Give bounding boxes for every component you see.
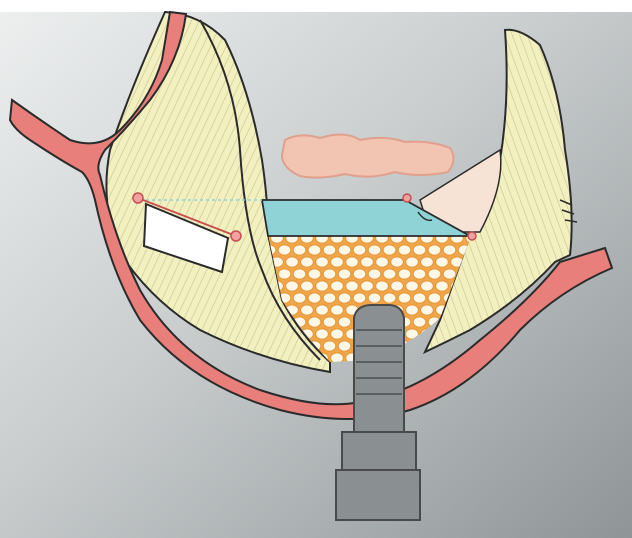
graft-granule — [308, 245, 321, 255]
graft-granule — [436, 257, 449, 267]
graft-granule — [383, 245, 396, 255]
pin-head — [468, 232, 476, 240]
graft-granule — [331, 281, 344, 291]
screw-head — [133, 193, 143, 203]
graft-granule — [316, 305, 329, 315]
graft-granule — [338, 269, 351, 279]
graft-granule — [301, 305, 314, 315]
graft-granule — [278, 269, 291, 279]
graft-granule — [443, 245, 456, 255]
graft-granule — [278, 245, 291, 255]
graft-granule — [391, 257, 404, 267]
graft-granule — [331, 305, 344, 315]
graft-granule — [286, 281, 299, 291]
graft-granule — [443, 269, 456, 279]
graft-granule — [383, 269, 396, 279]
graft-granule — [406, 257, 419, 267]
graft-granule — [316, 257, 329, 267]
graft-granule — [331, 329, 344, 339]
graft-granule — [421, 257, 434, 267]
graft-granule — [338, 317, 351, 327]
graft-granule — [361, 281, 374, 291]
graft-granule — [436, 281, 449, 291]
graft-granule — [421, 281, 434, 291]
graft-granule — [286, 257, 299, 267]
graft-granule — [413, 269, 426, 279]
graft-granule — [413, 317, 426, 327]
graft-granule — [293, 245, 306, 255]
graft-granule — [406, 281, 419, 291]
graft-granule — [316, 281, 329, 291]
graft-granule — [338, 293, 351, 303]
graft-granule — [338, 245, 351, 255]
graft-granule — [301, 257, 314, 267]
graft-granule — [421, 305, 434, 315]
graft-granule — [308, 269, 321, 279]
graft-granule — [308, 317, 321, 327]
graft-granule — [398, 293, 411, 303]
implant-abutment — [336, 432, 420, 520]
graft-granule — [413, 245, 426, 255]
graft-granule — [428, 245, 441, 255]
graft-granule — [368, 293, 381, 303]
graft-granule — [353, 269, 366, 279]
graft-granule — [428, 269, 441, 279]
graft-granule — [376, 257, 389, 267]
graft-granule — [368, 245, 381, 255]
graft-granule — [413, 293, 426, 303]
graft-granule — [398, 269, 411, 279]
graft-granule — [361, 257, 374, 267]
graft-granule — [316, 329, 329, 339]
graft-granule — [323, 317, 336, 327]
graft-granule — [398, 245, 411, 255]
graft-granule — [331, 257, 344, 267]
screw-head — [231, 231, 241, 241]
graft-granule — [293, 269, 306, 279]
graft-granule — [346, 281, 359, 291]
graft-granule — [391, 281, 404, 291]
graft-granule — [323, 293, 336, 303]
graft-granule — [308, 293, 321, 303]
pin-head — [403, 194, 411, 202]
graft-granule — [383, 293, 396, 303]
graft-granule — [406, 305, 419, 315]
graft-granule — [368, 269, 381, 279]
graft-granule — [376, 281, 389, 291]
graft-granule — [323, 269, 336, 279]
graft-granule — [301, 281, 314, 291]
graft-granule — [353, 293, 366, 303]
graft-granule — [338, 341, 351, 351]
graft-granule — [428, 293, 441, 303]
graft-granule — [323, 341, 336, 351]
graft-granule — [293, 293, 306, 303]
graft-granule — [346, 257, 359, 267]
graft-granule — [323, 245, 336, 255]
top-border — [0, 0, 632, 12]
graft-granule — [353, 245, 366, 255]
